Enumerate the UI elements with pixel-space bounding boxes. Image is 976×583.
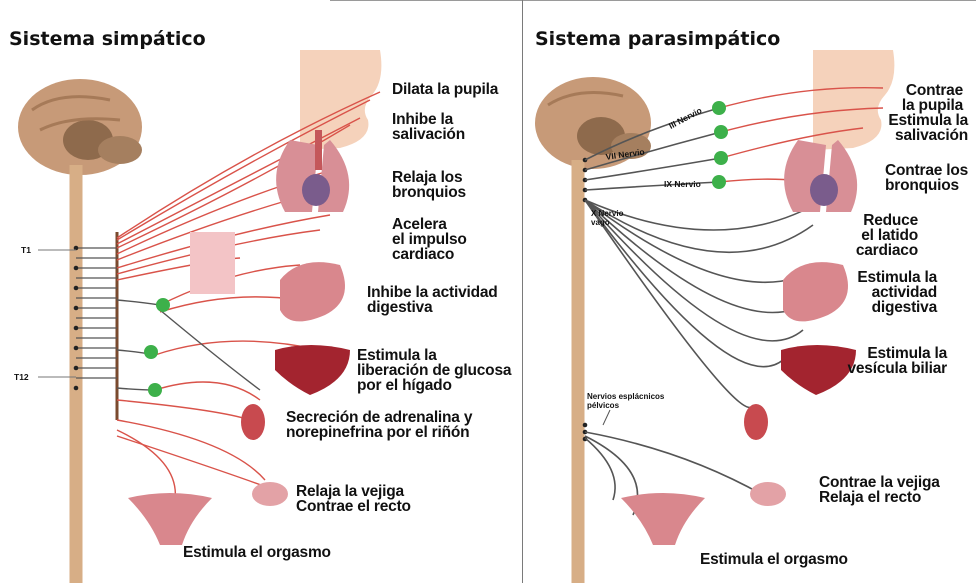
- t12-marker: T12: [14, 373, 29, 382]
- sym-bladder-label: Relaja la vejiga Contrae el recto: [296, 484, 411, 514]
- sym-kidney-label: Secreción de adrenalina y norepinefrina …: [286, 410, 472, 440]
- sym-orgasm-label: Estimula el orgasmo: [183, 545, 331, 560]
- sym-heart-label: Acelera el impulso cardiaco: [392, 217, 467, 262]
- brain-illustration: [18, 79, 142, 175]
- nerve-x-label: X Nervio vago: [591, 209, 623, 227]
- para-gallbladder-label: Estimula la vesícula biliar: [847, 346, 947, 376]
- nerve-ix-label: IX Nervio: [664, 179, 701, 189]
- para-saliva-label: Estimula la salivación: [888, 113, 968, 143]
- stomach-illustration: [783, 262, 848, 321]
- heart-tissue-illustration: [190, 232, 235, 294]
- ganglia: [712, 101, 728, 189]
- para-digestion-label: Estimula la actividad digestiva: [857, 270, 937, 315]
- lungs-illustration: [784, 140, 857, 212]
- pelvic-nerves-label: Nervios esplácnicos pélvicos: [587, 392, 664, 410]
- para-bronchi-label: Contrae los bronquios: [885, 163, 968, 193]
- kidney-illustration: [744, 404, 768, 440]
- sym-bronchi-label: Relaja los bronquios: [392, 170, 466, 200]
- para-orgasm-label: Estimula el orgasmo: [700, 552, 848, 567]
- bladder-illustration: [750, 482, 786, 506]
- bladder-illustration: [252, 482, 288, 506]
- parasympathetic-panel: Sistema parasimpático: [523, 0, 976, 583]
- para-pupil-label: Contrae la pupila: [902, 83, 963, 113]
- uterus-illustration: [128, 493, 212, 545]
- kidney-illustration: [241, 404, 265, 440]
- face-illustration: [813, 50, 894, 150]
- liver-illustration: [781, 345, 856, 395]
- para-heart-label: Reduce el latido cardiaco: [856, 213, 918, 258]
- t1-marker: T1: [21, 246, 31, 255]
- stomach-illustration: [280, 262, 345, 321]
- liver-illustration: [275, 345, 350, 395]
- sym-pupil-label: Dilata la pupila: [392, 82, 498, 97]
- uterus-illustration: [621, 493, 705, 545]
- para-bladder-label: Contrae la vejiga Relaja el recto: [819, 475, 940, 505]
- sym-saliva-label: Inhibe la salivación: [392, 112, 465, 142]
- ganglia: [144, 298, 170, 397]
- sym-liver-label: Estimula la liberación de glucosa por el…: [357, 348, 511, 393]
- sym-digestion-label: Inhibe la actividad digestiva: [367, 285, 498, 315]
- sympathetic-panel: Sistema simpático: [0, 0, 523, 583]
